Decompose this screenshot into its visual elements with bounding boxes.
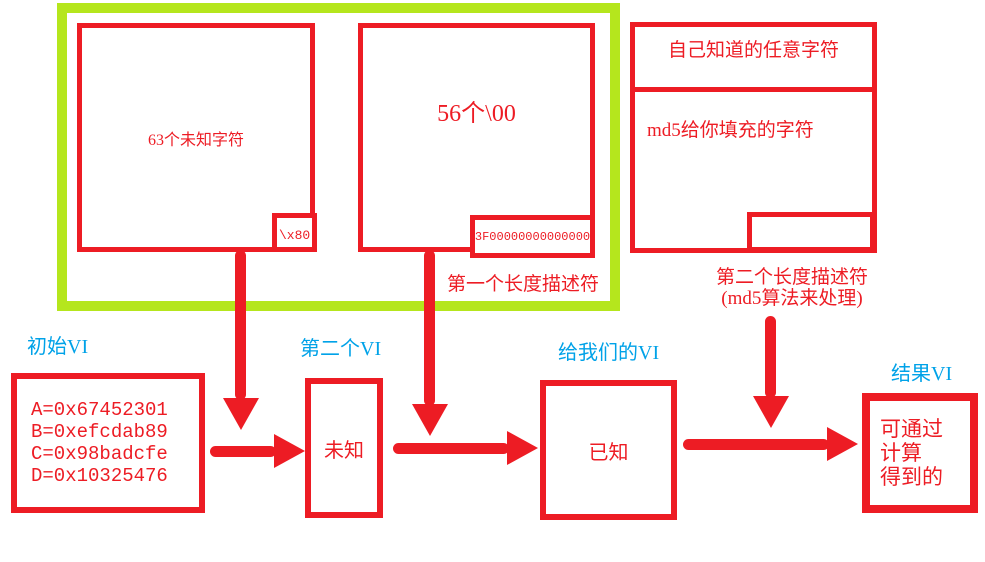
known-chars-section: 自己知道的任意字符 xyxy=(635,27,872,92)
result-vi-box: 可通过 计算 得到的 xyxy=(862,393,978,513)
iv-a: A=0x67452301 xyxy=(31,399,168,421)
x80-corner-box: \x80 xyxy=(272,213,317,252)
second-length-caption-line2: (md5算法来处理) xyxy=(721,288,863,309)
result-vi-label: 结果VI xyxy=(891,363,953,385)
second-vi-box: 未知 xyxy=(305,378,383,518)
iv-d: D=0x10325476 xyxy=(31,465,168,487)
second-length-descriptor-caption: 第二个长度描述符 (md5算法来处理) xyxy=(697,267,887,309)
iv-c: C=0x98badcfe xyxy=(31,443,168,465)
first-length-descriptor-caption: 第一个长度描述符 xyxy=(446,274,599,295)
zero-padding-label: 56个\00 xyxy=(437,101,516,127)
given-vi-text: 已知 xyxy=(588,441,629,464)
result-vi-text: 可通过 计算 得到的 xyxy=(870,417,943,489)
second-length-descriptor-box xyxy=(747,212,875,252)
given-vi-box: 已知 xyxy=(540,380,677,520)
first-length-descriptor-value: 3F00000000000000 xyxy=(474,229,591,244)
result-line1: 可通过 xyxy=(880,417,943,441)
second-length-caption-line1: 第二个长度描述符 xyxy=(715,267,868,288)
known-chars-label: 自己知道的任意字符 xyxy=(667,40,839,61)
first-length-descriptor-box: 3F00000000000000 xyxy=(470,215,595,258)
initial-vi-values: A=0x67452301 B=0xefcdab89 C=0x98badcfe D… xyxy=(17,399,168,487)
md5-padding-label: md5给你填充的字符 xyxy=(647,120,814,141)
initial-vi-label: 初始VI xyxy=(27,336,89,358)
md5-padding-section: md5给你填充的字符 xyxy=(635,92,872,142)
second-vi-text: 未知 xyxy=(324,439,364,462)
result-line2: 计算 xyxy=(880,441,922,465)
second-vi-label: 第二个VI xyxy=(300,338,382,360)
iv-b: B=0xefcdab89 xyxy=(31,421,168,443)
x80-corner-label: \x80 xyxy=(279,228,311,243)
unknown-chars-label: 63个未知字符 xyxy=(147,131,244,149)
result-line3: 得到的 xyxy=(880,465,943,489)
padded-message-group-box xyxy=(57,3,620,311)
initial-vi-box: A=0x67452301 B=0xefcdab89 C=0x98badcfe D… xyxy=(11,373,205,513)
given-vi-label: 给我们的VI xyxy=(558,342,660,364)
